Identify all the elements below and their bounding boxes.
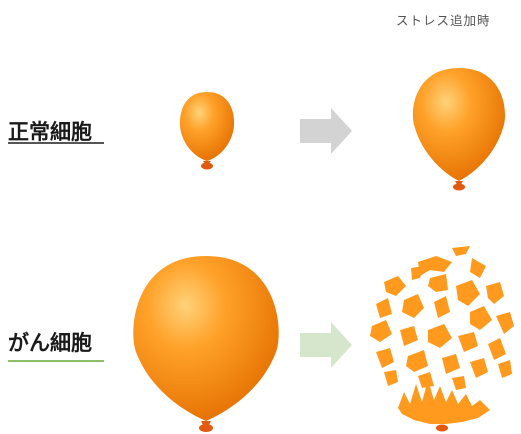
cancer-cell-label-text: がん細胞	[8, 331, 92, 355]
normal-cell-label-text: 正常細胞	[8, 120, 92, 144]
normal-arrow-icon	[300, 108, 352, 154]
normal-balloon-small	[179, 92, 235, 170]
cancer-balloon-large	[133, 256, 279, 432]
cancer-cell-underline	[8, 360, 104, 362]
normal-cell-underline	[8, 142, 104, 144]
normal-cell-label: 正常細胞	[8, 116, 108, 146]
burst-balloon-knot	[436, 424, 448, 432]
normal-balloon-large	[412, 68, 506, 191]
stress-caption: ストレス追加時	[396, 13, 491, 28]
cancer-arrow-icon	[300, 322, 352, 368]
cancer-cell-label: がん細胞	[8, 327, 108, 362]
burst-balloon-fragments	[370, 246, 514, 424]
